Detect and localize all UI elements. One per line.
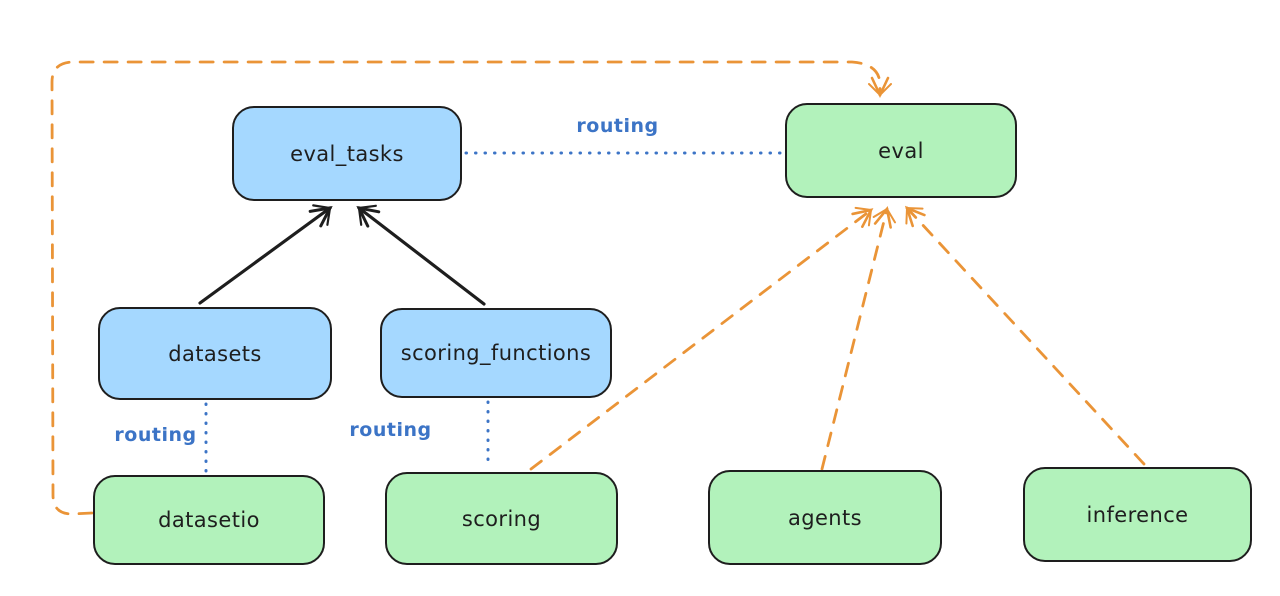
node-scoring: scoring xyxy=(385,472,618,565)
node-agents-label: agents xyxy=(787,505,862,530)
edge-datasets-to-eval_tasks xyxy=(198,204,333,305)
node-datasetio-label: datasetio xyxy=(158,508,260,532)
node-eval-label: eval xyxy=(878,138,924,163)
node-eval: eval xyxy=(785,103,1017,198)
node-scoring_functions: scoring_functions xyxy=(380,308,612,398)
edge-label-routing-scoring_functions-scoring: routing xyxy=(349,419,432,441)
edge-scoring_functions-to-eval_tasks xyxy=(356,204,486,306)
node-datasets-label: datasets xyxy=(168,341,262,366)
edge-datasetio-to-eval xyxy=(50,60,892,516)
node-scoring_functions-label: scoring_functions xyxy=(400,341,592,365)
node-agents: agents xyxy=(708,470,942,565)
edge-inference-to-eval xyxy=(904,205,1146,466)
edge-label-routing-eval_tasks-eval: routing xyxy=(576,115,659,137)
node-datasets: datasets xyxy=(98,307,332,400)
node-inference: inference xyxy=(1023,467,1252,562)
edge-label-routing-datasets-datasetio: routing xyxy=(114,424,197,446)
node-eval_tasks-label: eval_tasks xyxy=(290,141,404,166)
node-scoring-label: scoring xyxy=(461,506,542,531)
node-inference-label: inference xyxy=(1086,502,1189,527)
node-datasetio: datasetio xyxy=(93,475,325,565)
node-eval_tasks: eval_tasks xyxy=(232,106,462,201)
edge-agents-to-eval xyxy=(820,206,897,471)
